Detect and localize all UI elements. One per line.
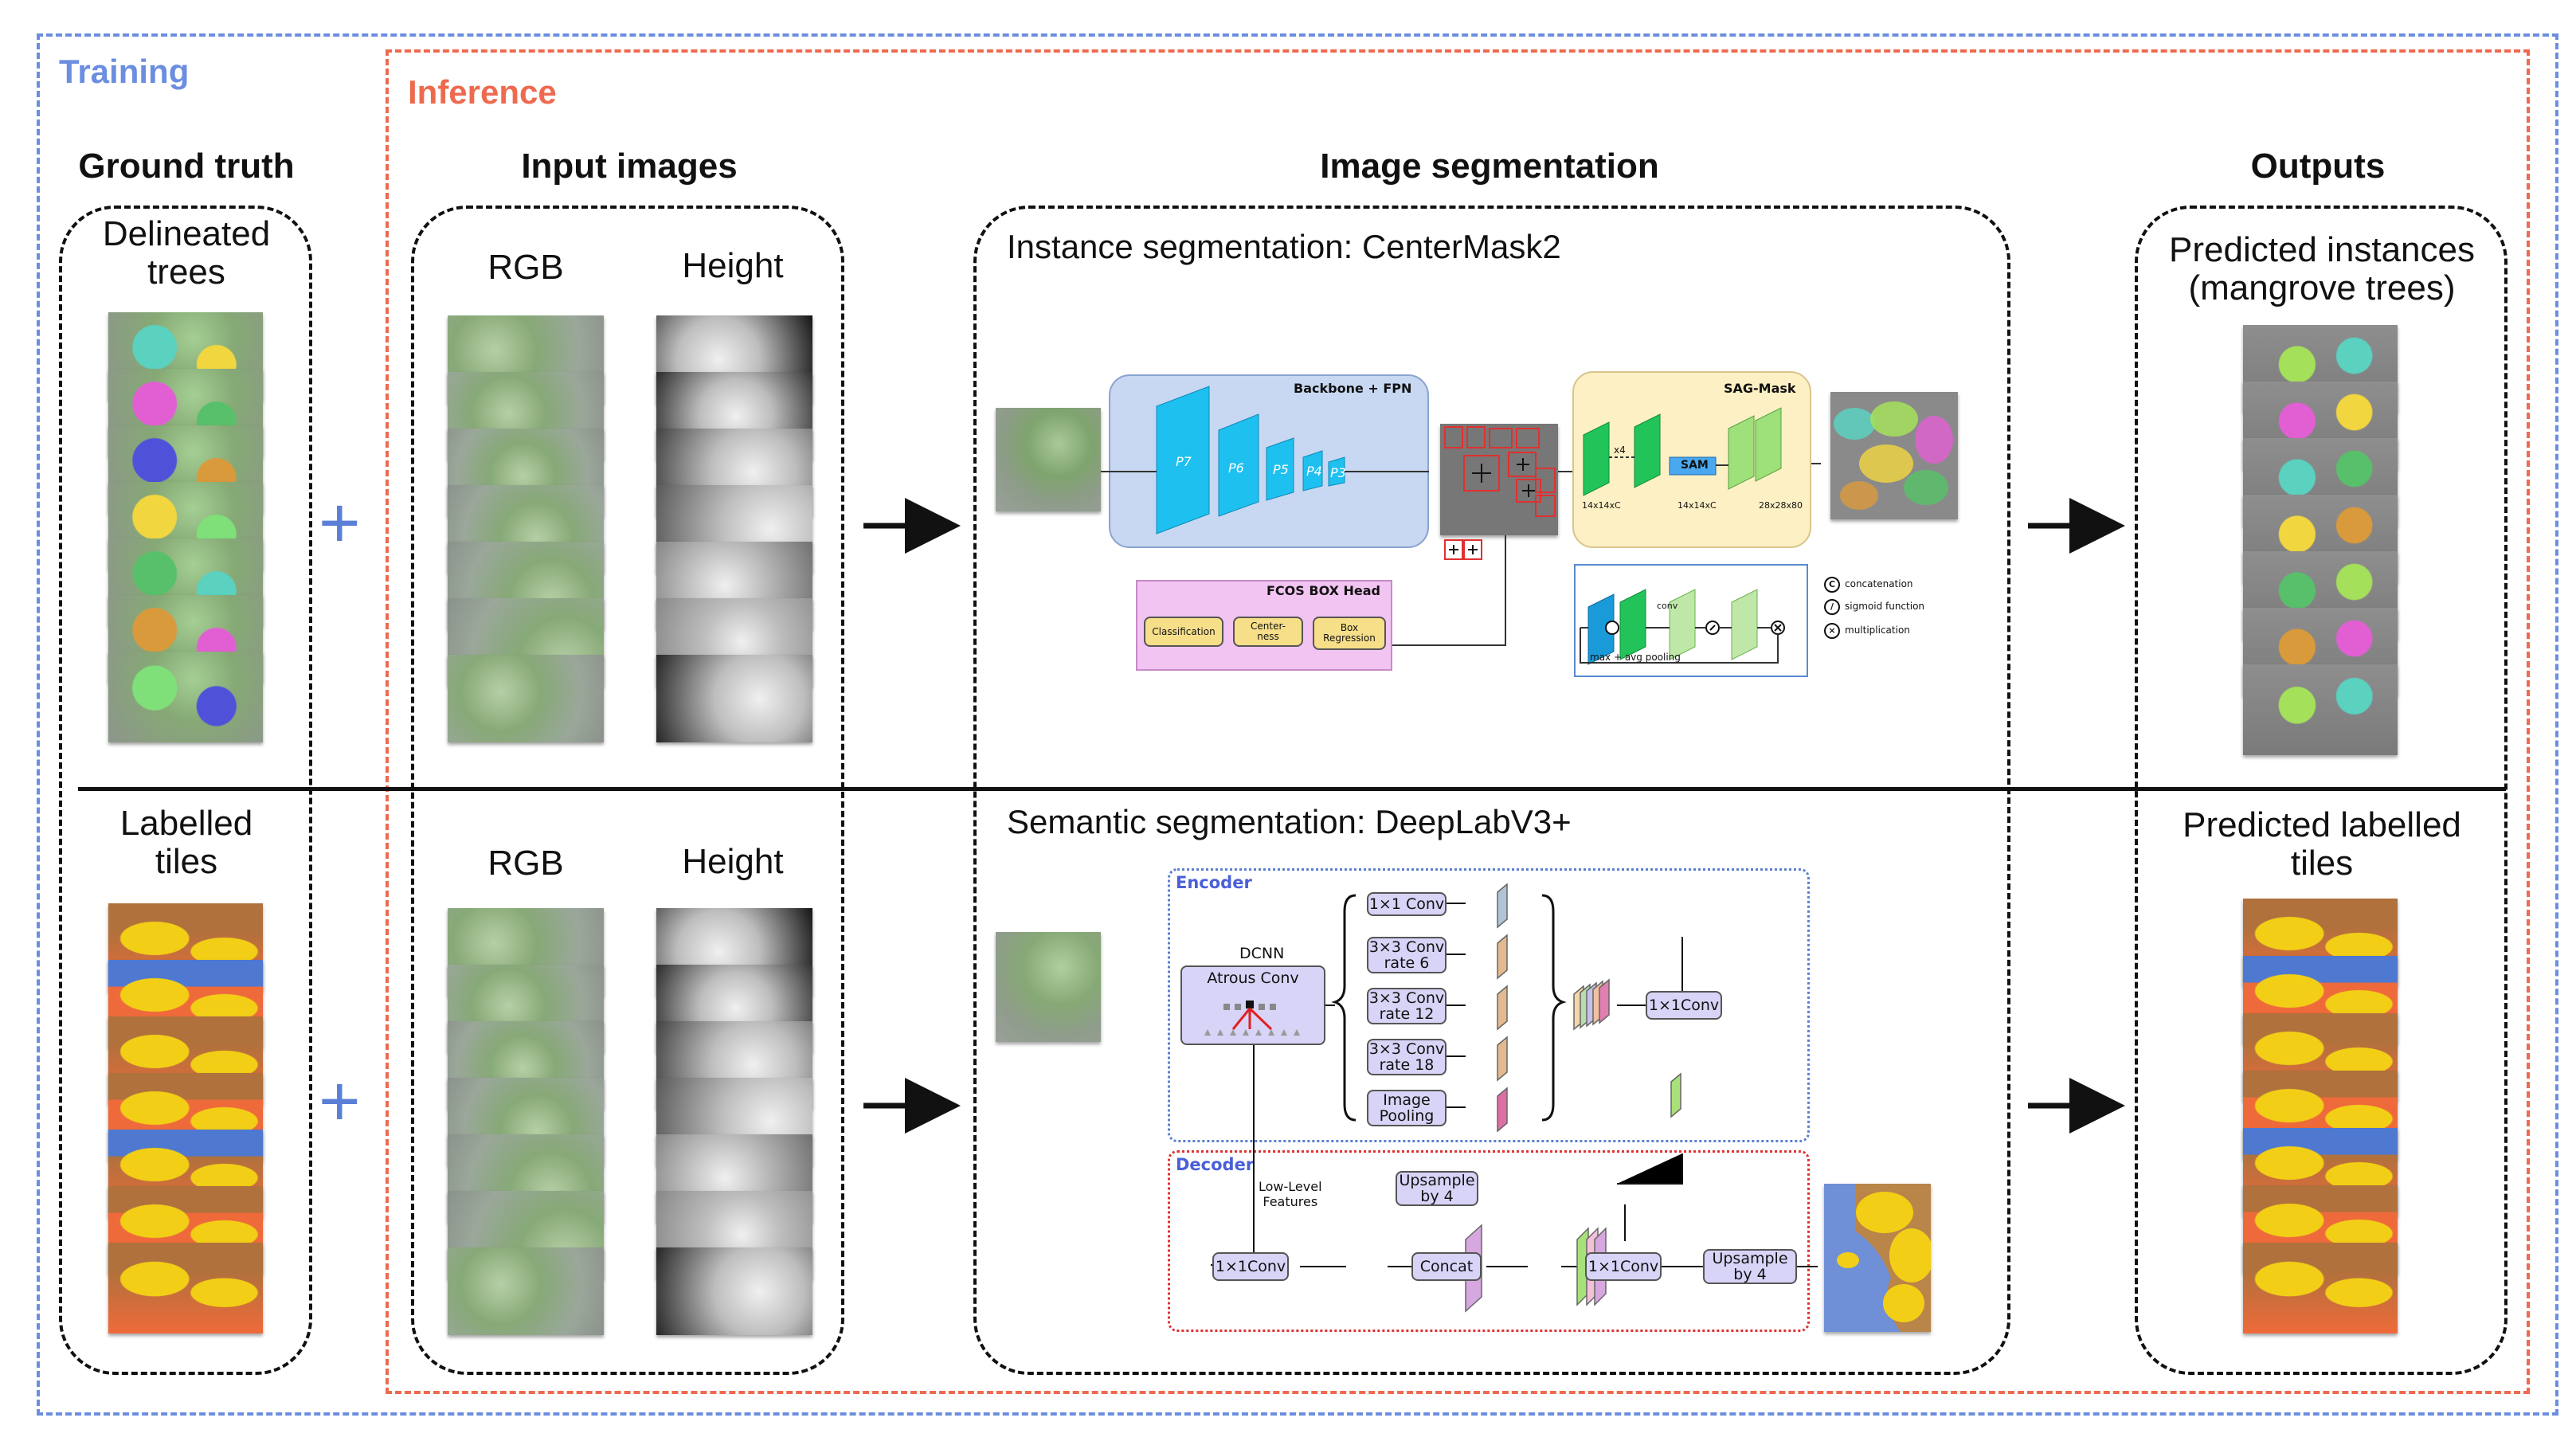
- fpn-level-p3: P3: [1330, 465, 1346, 480]
- branch-3x3-rate18: 3×3 Conv rate 18: [1367, 1039, 1447, 1075]
- stack-tile: [2243, 1243, 2398, 1333]
- legend-multiplication: multiplication: [1845, 625, 1910, 636]
- segmentation-box: [973, 206, 2010, 1375]
- semantic-output-map: [1837, 1184, 1931, 1332]
- height-label-top: Height: [682, 246, 784, 285]
- legend-mult-symbol: ×: [1824, 623, 1840, 639]
- branch-1x1-conv: 1×1 Conv: [1367, 892, 1447, 916]
- fcos-centerness: Center- ness: [1233, 617, 1303, 647]
- inference-border: [386, 49, 2530, 1394]
- branch-3x3-rate12: 3×3 Conv rate 12: [1367, 988, 1447, 1024]
- plus-icon-bottom: +: [319, 1062, 361, 1142]
- atrous-conv-label: Atrous Conv: [1207, 969, 1299, 987]
- sam-label: SAM: [1681, 459, 1709, 472]
- stack-tile: [656, 655, 812, 742]
- decoder-1x1-conv-2: 1×1Conv: [1585, 1252, 1662, 1281]
- stack-tile: [448, 655, 604, 742]
- stack-tile: [448, 1247, 604, 1335]
- encoder-1x1-conv: 1×1Conv: [1646, 991, 1722, 1020]
- stack-tile: [108, 652, 263, 742]
- sam-detail: [1580, 589, 1785, 665]
- height-stack-bottom: [656, 908, 812, 1335]
- rgb-label-top: RGB: [487, 248, 564, 287]
- low-level-features-label: Low-Level Features: [1259, 1179, 1322, 1209]
- predicted-labelled-tiles-label: Predicted labelled tiles: [2183, 805, 2461, 883]
- fpn-level-p4: P4: [1306, 464, 1322, 479]
- deeplab-diagram: Encoder Decoder DCNN Atrous Conv: [988, 851, 1963, 1345]
- delineated-trees-label: Delineated trees: [102, 214, 271, 292]
- training-border: [37, 33, 2558, 1416]
- ground-truth-title: Ground truth: [78, 147, 295, 186]
- outputs-box: [2135, 206, 2507, 1375]
- legend-concat-symbol: C: [1824, 577, 1840, 593]
- upsample-by-4-bottom: Upsample by 4: [1703, 1249, 1797, 1284]
- encoder-frame: [1168, 868, 1810, 1142]
- decoder-frame: [1168, 1150, 1810, 1332]
- training-label: Training: [59, 53, 190, 90]
- predicted-labelled-stack: [2243, 899, 2398, 1333]
- decoder-label: Decoder: [1176, 1155, 1255, 1174]
- image-segmentation-title: Image segmentation: [1320, 147, 1659, 186]
- fpn-level-p7: P7: [1176, 454, 1192, 469]
- fpn-level-p5: P5: [1273, 462, 1289, 477]
- rgb-label-bottom: RGB: [487, 844, 564, 883]
- legend-sigmoid-symbol: /: [1824, 599, 1840, 615]
- atrous-kernel-icon: [1204, 1001, 1300, 1036]
- encoder-label: Encoder: [1176, 873, 1252, 892]
- rgb-stack-top: [448, 315, 604, 742]
- upsample-by-4-top: Upsample by 4: [1396, 1171, 1478, 1206]
- concat-block: Concat: [1411, 1252, 1482, 1281]
- centermask-connectors: [1101, 463, 1821, 646]
- legend-sigmoid: sigmoid function: [1845, 601, 1925, 612]
- legend-concatenation: concatenation: [1845, 578, 1913, 589]
- inference-label: Inference: [408, 73, 557, 111]
- outputs-title: Outputs: [2250, 147, 2386, 186]
- instance-segmentation-title: Instance segmentation: CenterMask2: [1007, 228, 1561, 265]
- decoder-1x1-conv-1: 1×1Conv: [1212, 1252, 1289, 1281]
- x4-label: x4: [1614, 444, 1626, 456]
- pooling-label: max + avg pooling: [1590, 652, 1681, 663]
- centermask-diagram: Backbone + FPN P7 P6 P5 P4 P3 FCOS BOX H…: [988, 344, 1963, 687]
- stack-tile: [656, 1247, 812, 1335]
- height-stack-top: [656, 315, 812, 742]
- semantic-input-tile: [996, 932, 1101, 1042]
- labelled-tiles-label: Labelled tiles: [119, 804, 253, 881]
- height-label-bottom: Height: [682, 842, 784, 881]
- semantic-segmentation-title: Semantic segmentation: DeepLabV3+: [1007, 803, 1572, 840]
- divider-line: [78, 787, 2506, 791]
- fcos-box-regression: Box Regression: [1313, 617, 1386, 650]
- sag-mask-label: SAG-Mask: [1724, 381, 1796, 396]
- predicted-instances-label: Predicted instances (mangrove trees): [2169, 230, 2475, 307]
- ground-truth-box: [59, 206, 312, 1375]
- dim-label-2: 14x14xC: [1678, 500, 1717, 511]
- encoder-braces: [1211, 883, 1818, 1313]
- fcos-box-head-label: FCOS BOX Head: [1266, 583, 1380, 598]
- proposal-boxes: [1444, 426, 1556, 560]
- predicted-instances-stack: [2243, 325, 2398, 755]
- instance-output-masks: [1834, 401, 1953, 510]
- fcos-classification: Classification: [1144, 617, 1223, 647]
- sag-mask-blocks: [1583, 407, 1782, 496]
- fpn-level-p6: P6: [1228, 460, 1244, 476]
- delineated-trees-stack: [108, 312, 263, 742]
- semantic-output-tile: [1824, 1184, 1931, 1332]
- plus-icon-top: +: [319, 484, 361, 563]
- branch-image-pooling: Image Pooling: [1367, 1090, 1447, 1126]
- branch-3x3-rate6: 3×3 Conv rate 6: [1367, 937, 1447, 973]
- instance-input-tile: [996, 408, 1101, 511]
- dim-label-1: 14x14xC: [1582, 500, 1621, 511]
- rgb-stack-bottom: [448, 908, 604, 1335]
- dcnn-label: DCNN: [1239, 945, 1285, 962]
- input-images-box: [411, 206, 844, 1375]
- input-images-title: Input images: [521, 147, 738, 186]
- stack-tile: [2243, 664, 2398, 755]
- stack-tile: [108, 1243, 263, 1333]
- labelled-tiles-stack: [108, 903, 263, 1333]
- backbone-fpn-label: Backbone + FPN: [1294, 381, 1412, 396]
- dim-label-3: 28x28x80: [1759, 500, 1803, 511]
- fpn-levels: [1109, 386, 1429, 535]
- conv-label: conv: [1657, 601, 1678, 611]
